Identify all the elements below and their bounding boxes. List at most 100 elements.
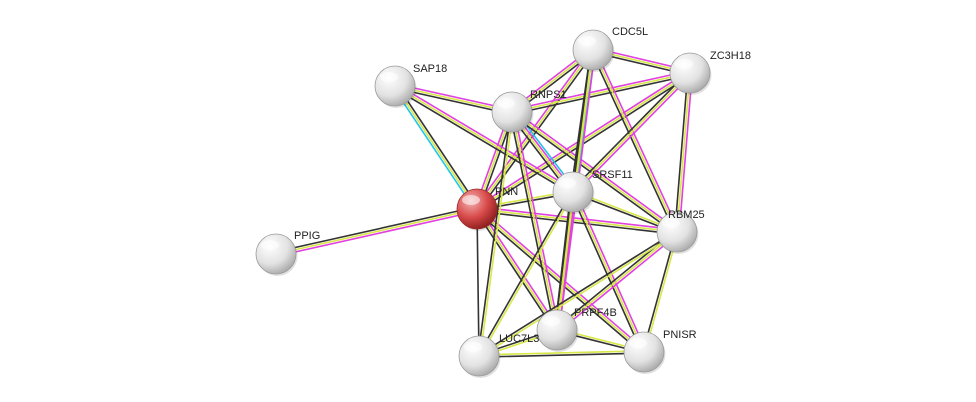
edge-evidence-coexpression xyxy=(396,84,480,209)
edge-evidence-database xyxy=(558,192,576,331)
edge-pnn-luc7l3[interactable] xyxy=(476,208,480,357)
edge-evidence-coexpression xyxy=(554,191,572,330)
node-label: RBM25 xyxy=(668,209,705,221)
edge-pnn-ppig[interactable] xyxy=(275,206,478,257)
node-luc7l3[interactable]: LUC7L3 xyxy=(458,333,539,378)
edge-evidence-textmining xyxy=(394,85,478,210)
edge-pnn-prpf4b[interactable] xyxy=(474,207,560,332)
edge-evidence-database xyxy=(678,73,693,233)
edge-rnps1-luc7l3[interactable] xyxy=(477,111,514,357)
edge-evidence-coexpression xyxy=(477,111,512,356)
edge-evidence-textmining xyxy=(479,192,575,357)
node-cdc5l[interactable]: CDC5L xyxy=(572,26,648,72)
edge-evidence-database xyxy=(395,83,575,191)
edge-evidence-textmining xyxy=(479,232,679,358)
edge-evidence-coexpression xyxy=(642,231,677,352)
node-bubble xyxy=(572,29,614,71)
edge-evidence-textmining xyxy=(556,231,678,331)
node-rbm25[interactable]: RBM25 xyxy=(656,209,705,254)
node-highlight xyxy=(542,316,560,326)
node-label: ZC3H18 xyxy=(710,50,751,62)
edge-zc3h18-rbm25[interactable] xyxy=(674,72,693,233)
edge-evidence-textmining xyxy=(511,111,678,233)
node-pnisr[interactable]: PNISR xyxy=(623,329,697,374)
node-highlight xyxy=(261,240,279,250)
node-ppig[interactable]: PPIG xyxy=(255,230,320,276)
edge-evidence-database xyxy=(574,190,647,352)
node-highlight xyxy=(497,98,515,108)
edge-evidence-textmining xyxy=(511,111,558,331)
edge-evidence-cooccurrence xyxy=(392,86,476,211)
edge-evidence-textmining xyxy=(572,191,645,353)
node-prpf4b[interactable]: PRPF4B xyxy=(536,307,617,352)
edge-evidence-textmining xyxy=(476,208,678,233)
edge-pnn-sap18[interactable] xyxy=(392,84,480,211)
edge-evidence-coexpression xyxy=(275,206,477,253)
node-label: PPIG xyxy=(294,230,320,242)
node-highlight xyxy=(380,72,398,82)
edge-evidence-coexpression xyxy=(570,70,690,192)
edge-evidence-textmining xyxy=(476,208,558,331)
node-highlight xyxy=(558,178,576,188)
edge-evidence-textmining xyxy=(511,72,691,113)
edge-rnps1-prpf4b[interactable] xyxy=(509,111,560,331)
edge-cdc5l-rbm25[interactable] xyxy=(590,48,680,234)
edge-evidence-coexpression xyxy=(475,210,644,355)
edge-evidence-coexpression xyxy=(477,191,573,356)
edge-evidence-textmining xyxy=(275,208,478,255)
node-pnn[interactable]: PNN xyxy=(456,186,518,231)
node-highlight xyxy=(464,342,482,352)
node-bubble xyxy=(458,335,500,377)
edge-evidence-database xyxy=(511,70,690,111)
node-rnps1[interactable]: RNPS1 xyxy=(491,89,567,134)
edge-rbm25-pnisr[interactable] xyxy=(642,231,679,353)
edge-srsf11-pnisr[interactable] xyxy=(570,190,647,354)
edge-rnps1-zc3h18[interactable] xyxy=(511,70,691,115)
node-label: CDC5L xyxy=(612,26,648,38)
edge-evidence-textmining xyxy=(478,350,644,356)
edge-evidence-coexpression xyxy=(474,209,556,332)
edge-evidence-coexpression xyxy=(476,208,480,357)
edge-sap18-srsf11[interactable] xyxy=(393,83,575,195)
node-label: PNISR xyxy=(663,329,697,341)
edge-evidence-coexpression xyxy=(393,87,573,195)
edge-srsf11-luc7l3[interactable] xyxy=(477,191,575,357)
edge-evidence-coexpression xyxy=(477,74,692,212)
edge-evidence-database xyxy=(478,207,560,330)
edge-evidence-coexpression xyxy=(570,192,643,354)
node-bubble xyxy=(536,309,578,351)
edge-evidence-database xyxy=(276,210,478,257)
edge-evidence-database xyxy=(477,206,678,231)
edge-pnn-rbm25[interactable] xyxy=(476,206,678,235)
node-label: PNN xyxy=(495,186,518,198)
edge-evidence-coexpression xyxy=(509,112,556,331)
edge-evidence-database xyxy=(513,111,560,330)
edge-evidence-database xyxy=(573,73,693,195)
node-bubble xyxy=(374,65,416,107)
edge-evidence-coexpression xyxy=(674,72,689,232)
edge-evidence-coexpression xyxy=(477,230,677,356)
node-label: SRSF11 xyxy=(592,169,633,181)
node-highlight xyxy=(629,338,647,348)
edge-evidence-textmining xyxy=(676,72,691,233)
node-bubble xyxy=(669,52,711,94)
node-label: PRPF4B xyxy=(574,307,617,319)
edge-evidence-textmining xyxy=(592,49,678,233)
edge-evidence-coexpression xyxy=(479,352,645,358)
node-label: SAP18 xyxy=(413,63,447,75)
node-bubble xyxy=(491,91,533,133)
node-bubble xyxy=(456,188,498,230)
edge-evidence-database xyxy=(594,48,680,232)
edge-luc7l3-pnisr[interactable] xyxy=(478,350,645,358)
edges-layer xyxy=(275,47,693,358)
edge-evidence-coexpression xyxy=(476,210,677,235)
node-sap18[interactable]: SAP18 xyxy=(374,63,447,108)
node-srsf11[interactable]: SRSF11 xyxy=(552,169,633,214)
edge-zc3h18-srsf11[interactable] xyxy=(570,70,693,195)
edge-evidence-coexpression xyxy=(590,50,676,234)
edge-evidence-textmining xyxy=(479,112,514,357)
edge-rbm25-luc7l3[interactable] xyxy=(477,230,679,358)
edge-evidence-database xyxy=(557,233,679,333)
node-zc3h18[interactable]: ZC3H18 xyxy=(669,50,751,95)
